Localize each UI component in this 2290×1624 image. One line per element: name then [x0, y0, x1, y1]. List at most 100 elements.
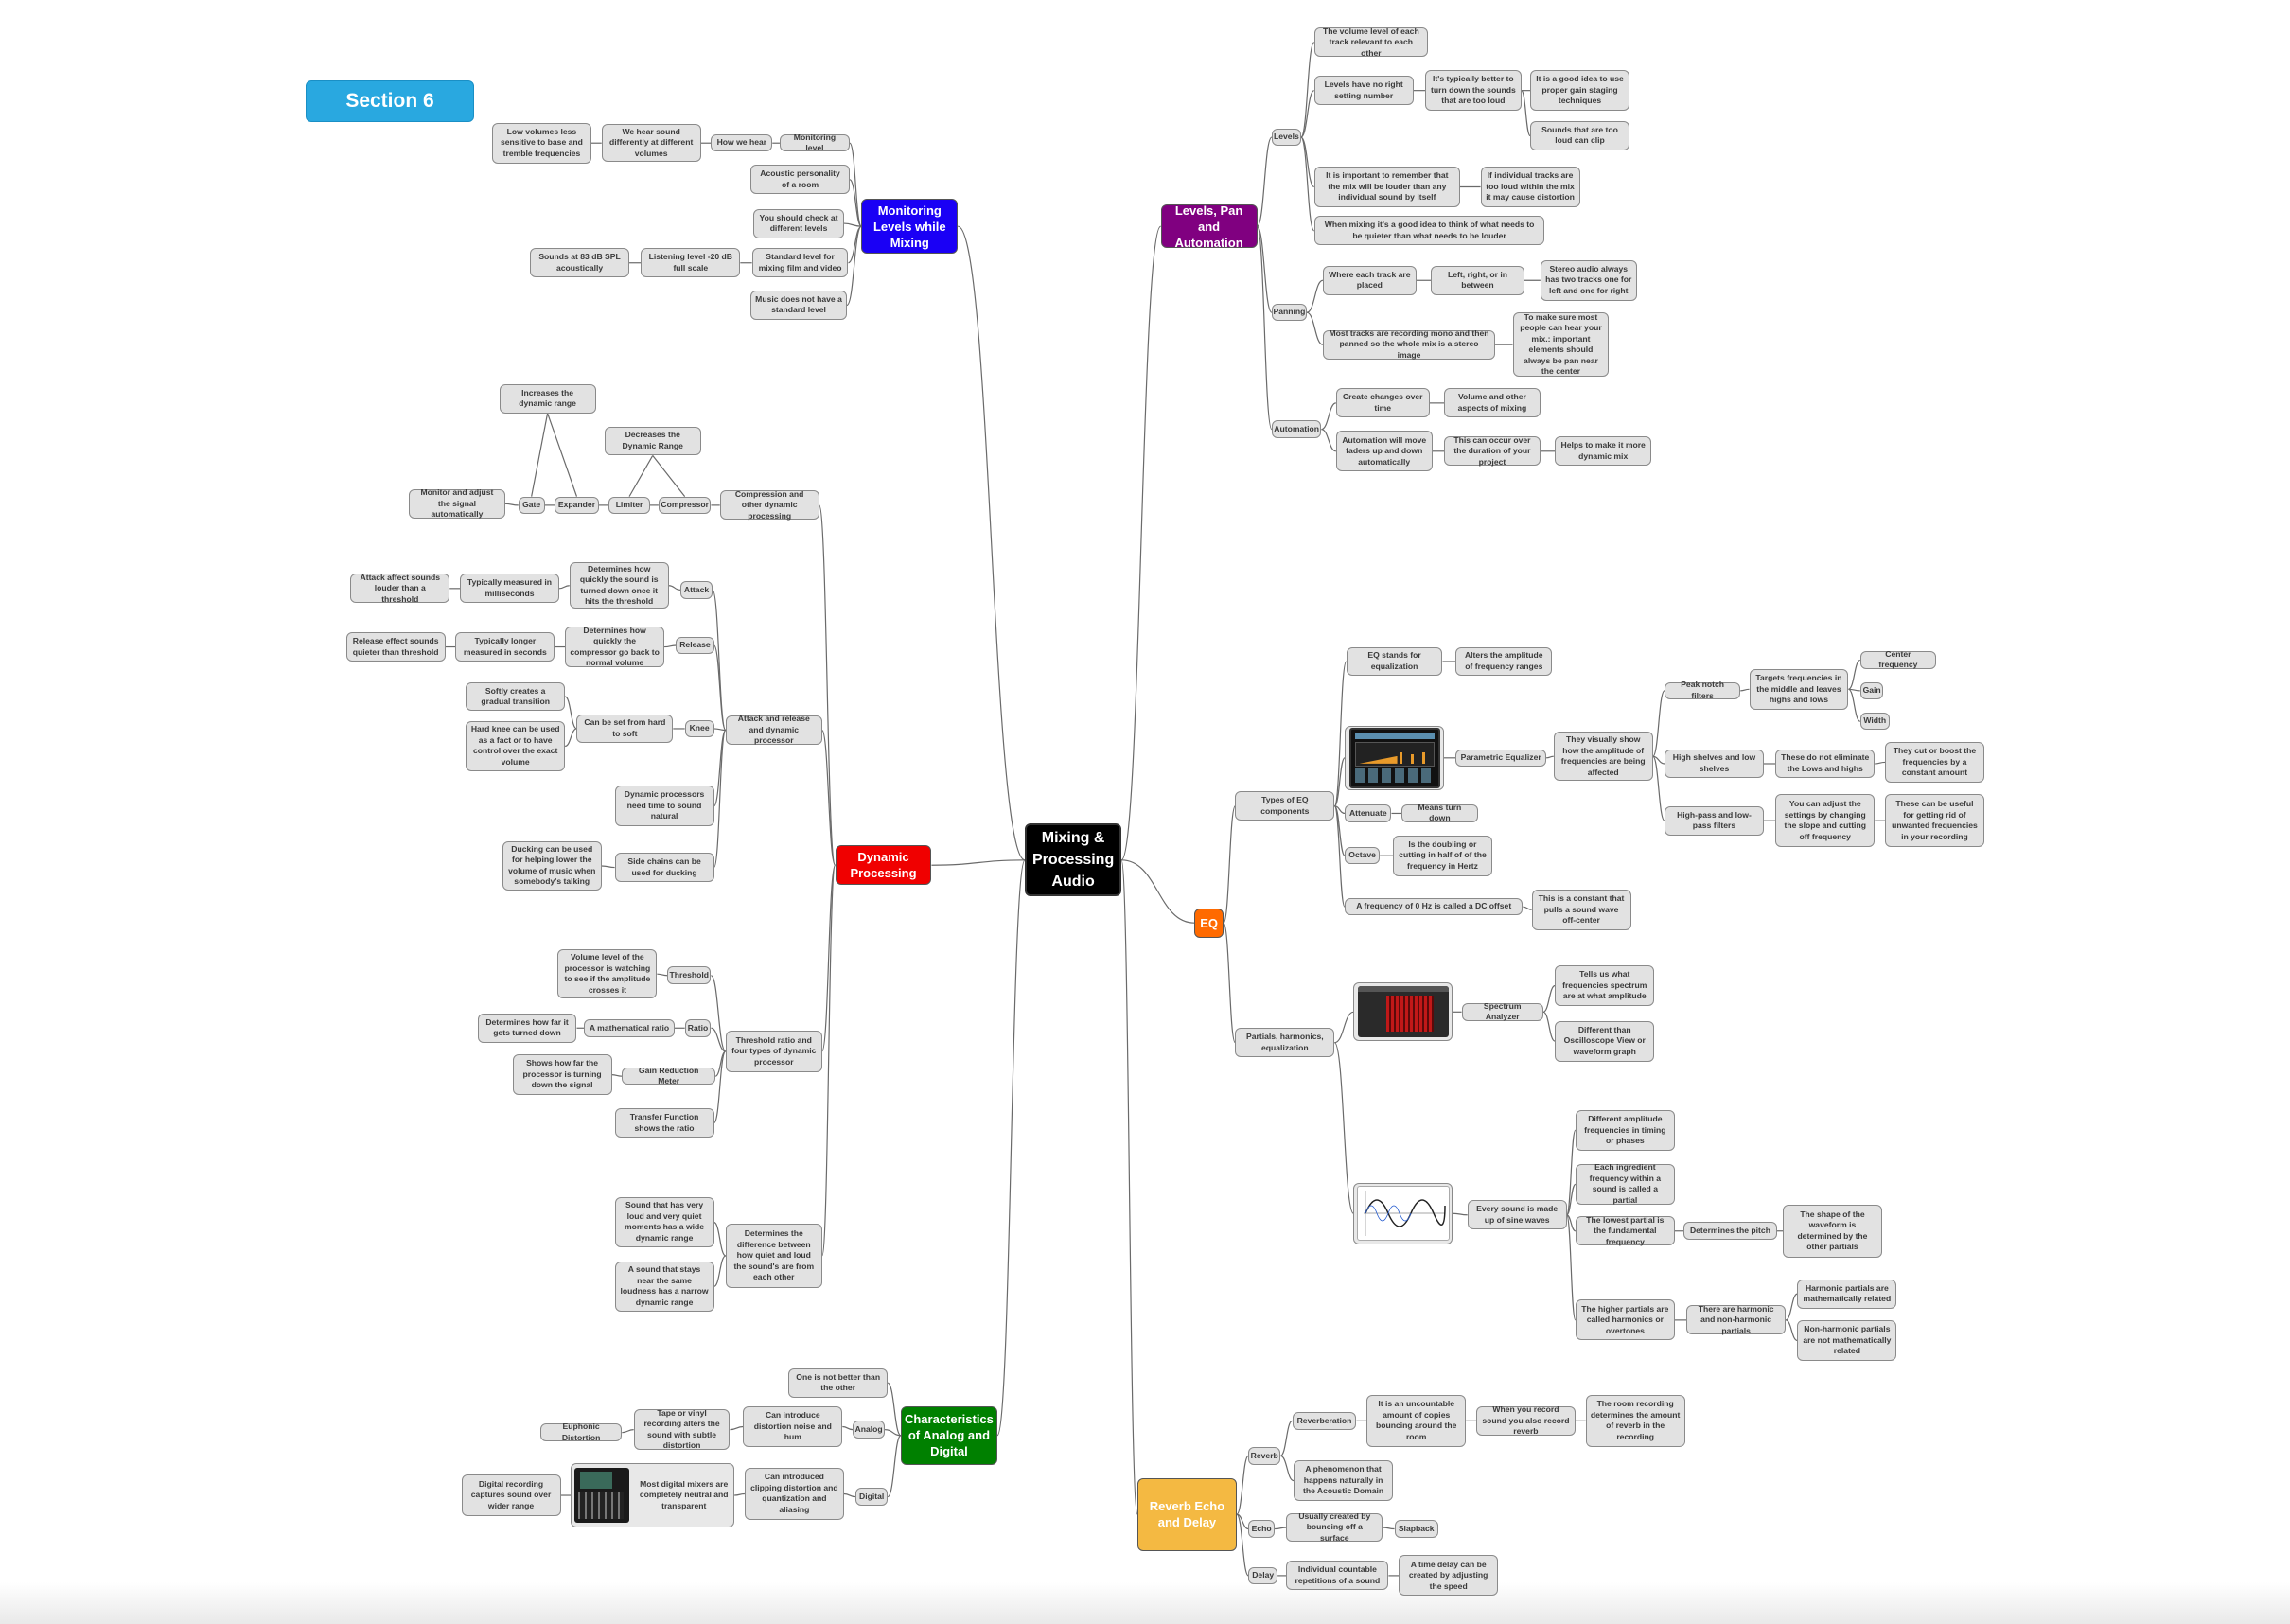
- topic-node-how-hear[interactable]: How we hear: [711, 133, 773, 152]
- topic-node-low-vol[interactable]: Low volumes less sensitive to base and t…: [491, 122, 591, 164]
- topic-node-knee[interactable]: Knee: [684, 719, 714, 738]
- topic-node-where-track[interactable]: Where each track are placed: [1322, 265, 1417, 295]
- topic-node-attenuate[interactable]: Attenuate: [1345, 804, 1392, 822]
- topic-node-bouncing[interactable]: Usually created by bouncing off a surfac…: [1286, 1511, 1383, 1543]
- topic-node-param-eq[interactable]: Parametric Equalizer: [1455, 749, 1547, 768]
- topic-node-attack-det[interactable]: Determines how quickly the sound is turn…: [569, 562, 669, 609]
- topic-node-changes[interactable]: Create changes over time: [1335, 388, 1430, 418]
- topic-node-faders[interactable]: Automation will move faders up and down …: [1335, 431, 1433, 472]
- topic-node-threshold-desc[interactable]: Volume level of the processor is watchin…: [557, 948, 658, 999]
- topic-node-math-ratio[interactable]: A mathematical ratio: [584, 1019, 675, 1037]
- topic-node-side-chain[interactable]: Side chains can be used for ducking: [614, 853, 714, 882]
- topic-node-hard-knee[interactable]: Hard knee can be used as a fact or to ha…: [466, 721, 566, 771]
- topic-node-automation[interactable]: Automation: [1271, 420, 1322, 438]
- topic-node-shelves[interactable]: High shelves and low shelves: [1665, 749, 1764, 779]
- topic-node-reverberation[interactable]: Reverberation: [1292, 1412, 1357, 1430]
- topic-node-types-eq[interactable]: Types of EQ components: [1235, 791, 1335, 821]
- topic-node-lowest[interactable]: The lowest partial is the fundamental fr…: [1575, 1215, 1675, 1246]
- topic-node-need-time[interactable]: Dynamic processors need time to sound na…: [614, 786, 714, 827]
- topic-node-center-freq[interactable]: Center frequency: [1859, 649, 1937, 669]
- topic-node-analog-noise[interactable]: Can introduce distortion noise and hum: [743, 1405, 843, 1448]
- topic-node-levels[interactable]: Levels: [1271, 128, 1301, 147]
- topic-node-release-eff[interactable]: Release effect sounds quieter than thres…: [345, 632, 446, 662]
- topic-node-tape[interactable]: Tape or vinyl recording alters the sound…: [633, 1408, 731, 1451]
- topic-node-attack-ms[interactable]: Typically measured in milliseconds: [460, 574, 559, 604]
- topic-node-harm-rel[interactable]: Harmonic partials are mathematically rel…: [1797, 1279, 1897, 1309]
- central-topic[interactable]: Mixing & Processing Audio: [1025, 823, 1121, 897]
- topic-node-targets[interactable]: Targets frequencies in the middle and le…: [1749, 668, 1849, 710]
- topic-node-vol-each[interactable]: The volume level of each track relevant …: [1313, 26, 1429, 58]
- topic-node-release-sec[interactable]: Typically longer measured in seconds: [455, 632, 555, 662]
- topic-node-dc[interactable]: A frequency of 0 Hz is called a DC offse…: [1345, 897, 1524, 916]
- topic-node-wide[interactable]: Sound that has very loud and very quiet …: [614, 1197, 714, 1247]
- topic-node-ducking[interactable]: Ducking can be used for helping lower th…: [502, 840, 602, 891]
- topic-node-attack[interactable]: Attack: [680, 581, 713, 599]
- topic-node-decreases[interactable]: Decreases the Dynamic Range: [604, 426, 701, 456]
- topic-node-visually[interactable]: They visually show how the amplitude of …: [1553, 732, 1653, 782]
- topic-node-threshold-ratio[interactable]: Threshold ratio and four types of dynami…: [725, 1031, 822, 1072]
- topic-node-attack-release[interactable]: Attack and release and dynamic processor: [725, 714, 822, 745]
- topic-node-distortion[interactable]: If individual tracks are too loud within…: [1480, 166, 1580, 208]
- topic-node-digital-rec[interactable]: Digital recording captures sound over wi…: [461, 1474, 561, 1516]
- topic-node-duration[interactable]: This can occur over the duration of your…: [1444, 435, 1541, 467]
- topic-node-gate[interactable]: Gate: [518, 496, 545, 515]
- main-topic-dyn[interactable]: Dynamic Processing: [835, 845, 932, 886]
- topic-node-diff-amp[interactable]: Different amplitude frequencies in timin…: [1575, 1109, 1675, 1151]
- topic-node-release-det[interactable]: Determines how quickly the compressor go…: [565, 626, 665, 668]
- topic-node-hear-diff[interactable]: We hear sound differently at different v…: [601, 124, 701, 163]
- main-topic-levels-main[interactable]: Levels, Pan and Automation: [1160, 203, 1258, 250]
- main-topic-analog-main[interactable]: Characteristics of Analog and Digital: [901, 1405, 997, 1465]
- topic-node-slapback[interactable]: Slapback: [1394, 1520, 1438, 1538]
- topic-node-how-far[interactable]: Determines how far it gets turned down: [477, 1013, 577, 1043]
- topic-node-digital-clip[interactable]: Can introduced clipping distortion and q…: [744, 1467, 844, 1521]
- topic-node-narrow[interactable]: A sound that stays near the same loudnes…: [614, 1262, 714, 1312]
- topic-node-release[interactable]: Release: [676, 636, 714, 655]
- topic-node-shape[interactable]: The shape of the waveform is determined …: [1783, 1204, 1882, 1258]
- topic-node-std-level[interactable]: Standard level for mixing film and video: [751, 248, 849, 278]
- main-topic-mon[interactable]: Monitoring Levels while Mixing: [861, 198, 959, 255]
- topic-node-useful[interactable]: These can be useful for getting rid of u…: [1885, 794, 1984, 847]
- topic-node-not-elim[interactable]: These do not eliminate the Lows and high…: [1775, 749, 1876, 779]
- topic-node-ingredient[interactable]: Each ingredient frequency within a sound…: [1575, 1162, 1675, 1205]
- topic-node-euphonic[interactable]: Euphonic Distortion: [539, 1421, 623, 1442]
- topic-node-echo[interactable]: Echo: [1248, 1520, 1276, 1538]
- topic-node-compressor[interactable]: Compressor: [658, 496, 712, 515]
- main-topic-eq[interactable]: EQ: [1194, 908, 1224, 938]
- topic-node-pitch[interactable]: Determines the pitch: [1683, 1222, 1777, 1240]
- topic-node-width[interactable]: Width: [1859, 712, 1890, 731]
- topic-node-diff-quiet[interactable]: Determines the difference between how qu…: [725, 1224, 822, 1288]
- topic-node-eq-stands[interactable]: EQ stands for equalization: [1346, 646, 1443, 677]
- topic-node-threshold[interactable]: Threshold: [667, 966, 712, 984]
- topic-node-knee-set[interactable]: Can be set from hard to soft: [576, 714, 674, 744]
- topic-node-panning[interactable]: Panning: [1271, 303, 1307, 322]
- topic-node-delay[interactable]: Delay: [1248, 1566, 1278, 1585]
- topic-node-limiter[interactable]: Limiter: [608, 496, 650, 515]
- topic-node-spl[interactable]: Sounds at 83 dB SPL acoustically: [530, 248, 630, 278]
- topic-node-center[interactable]: To make sure most people can hear your m…: [1512, 312, 1610, 378]
- topic-node-uncountable[interactable]: It is an uncountable amount of copies bo…: [1366, 1394, 1467, 1448]
- topic-node-sine[interactable]: Every sound is made up of sine waves: [1467, 1200, 1567, 1230]
- topic-node-listen-level[interactable]: Listening level -20 dB full scale: [641, 248, 741, 278]
- topic-node-waveimg[interactable]: [1353, 1182, 1453, 1244]
- topic-node-turn-down2[interactable]: Means turn down: [1401, 803, 1478, 822]
- topic-node-doubling[interactable]: Is the doubling or cutting in half of of…: [1393, 835, 1492, 876]
- topic-node-clip[interactable]: Sounds that are too loud can clip: [1530, 121, 1629, 150]
- topic-node-ratio[interactable]: Ratio: [684, 1019, 712, 1037]
- topic-node-music-std[interactable]: Music does not have a standard level: [750, 291, 847, 320]
- topic-node-adjust[interactable]: You can adjust the settings by changing …: [1775, 794, 1876, 847]
- topic-node-expander[interactable]: Expander: [555, 496, 599, 515]
- topic-node-shows-far[interactable]: Shows how far the processor is turning d…: [512, 1054, 612, 1096]
- topic-node-eqimg[interactable]: [1345, 725, 1445, 790]
- topic-node-lr[interactable]: Left, right, or in between: [1431, 265, 1524, 295]
- topic-node-scope[interactable]: Different than Oscilloscope View or wave…: [1555, 1020, 1655, 1062]
- topic-node-acoustic[interactable]: Acoustic personality of a room: [750, 165, 851, 195]
- topic-node-reverb[interactable]: Reverb: [1248, 1447, 1281, 1465]
- topic-node-no-right[interactable]: Levels have no right setting number: [1313, 76, 1414, 106]
- topic-node-record-reverb[interactable]: When you record sound you also record re…: [1475, 1404, 1576, 1436]
- topic-node-octave[interactable]: Octave: [1345, 846, 1381, 865]
- topic-node-partials[interactable]: Partials, harmonics, equalization: [1235, 1028, 1335, 1058]
- topic-node-dynamic-mix[interactable]: Helps to make it more dynamic mix: [1555, 436, 1652, 467]
- topic-node-louder-mix[interactable]: It is important to remember that the mix…: [1313, 166, 1460, 208]
- topic-node-phenomenon[interactable]: A phenomenon that happens naturally in t…: [1294, 1460, 1394, 1502]
- topic-node-gain-red[interactable]: Gain Reduction Meter: [622, 1066, 716, 1086]
